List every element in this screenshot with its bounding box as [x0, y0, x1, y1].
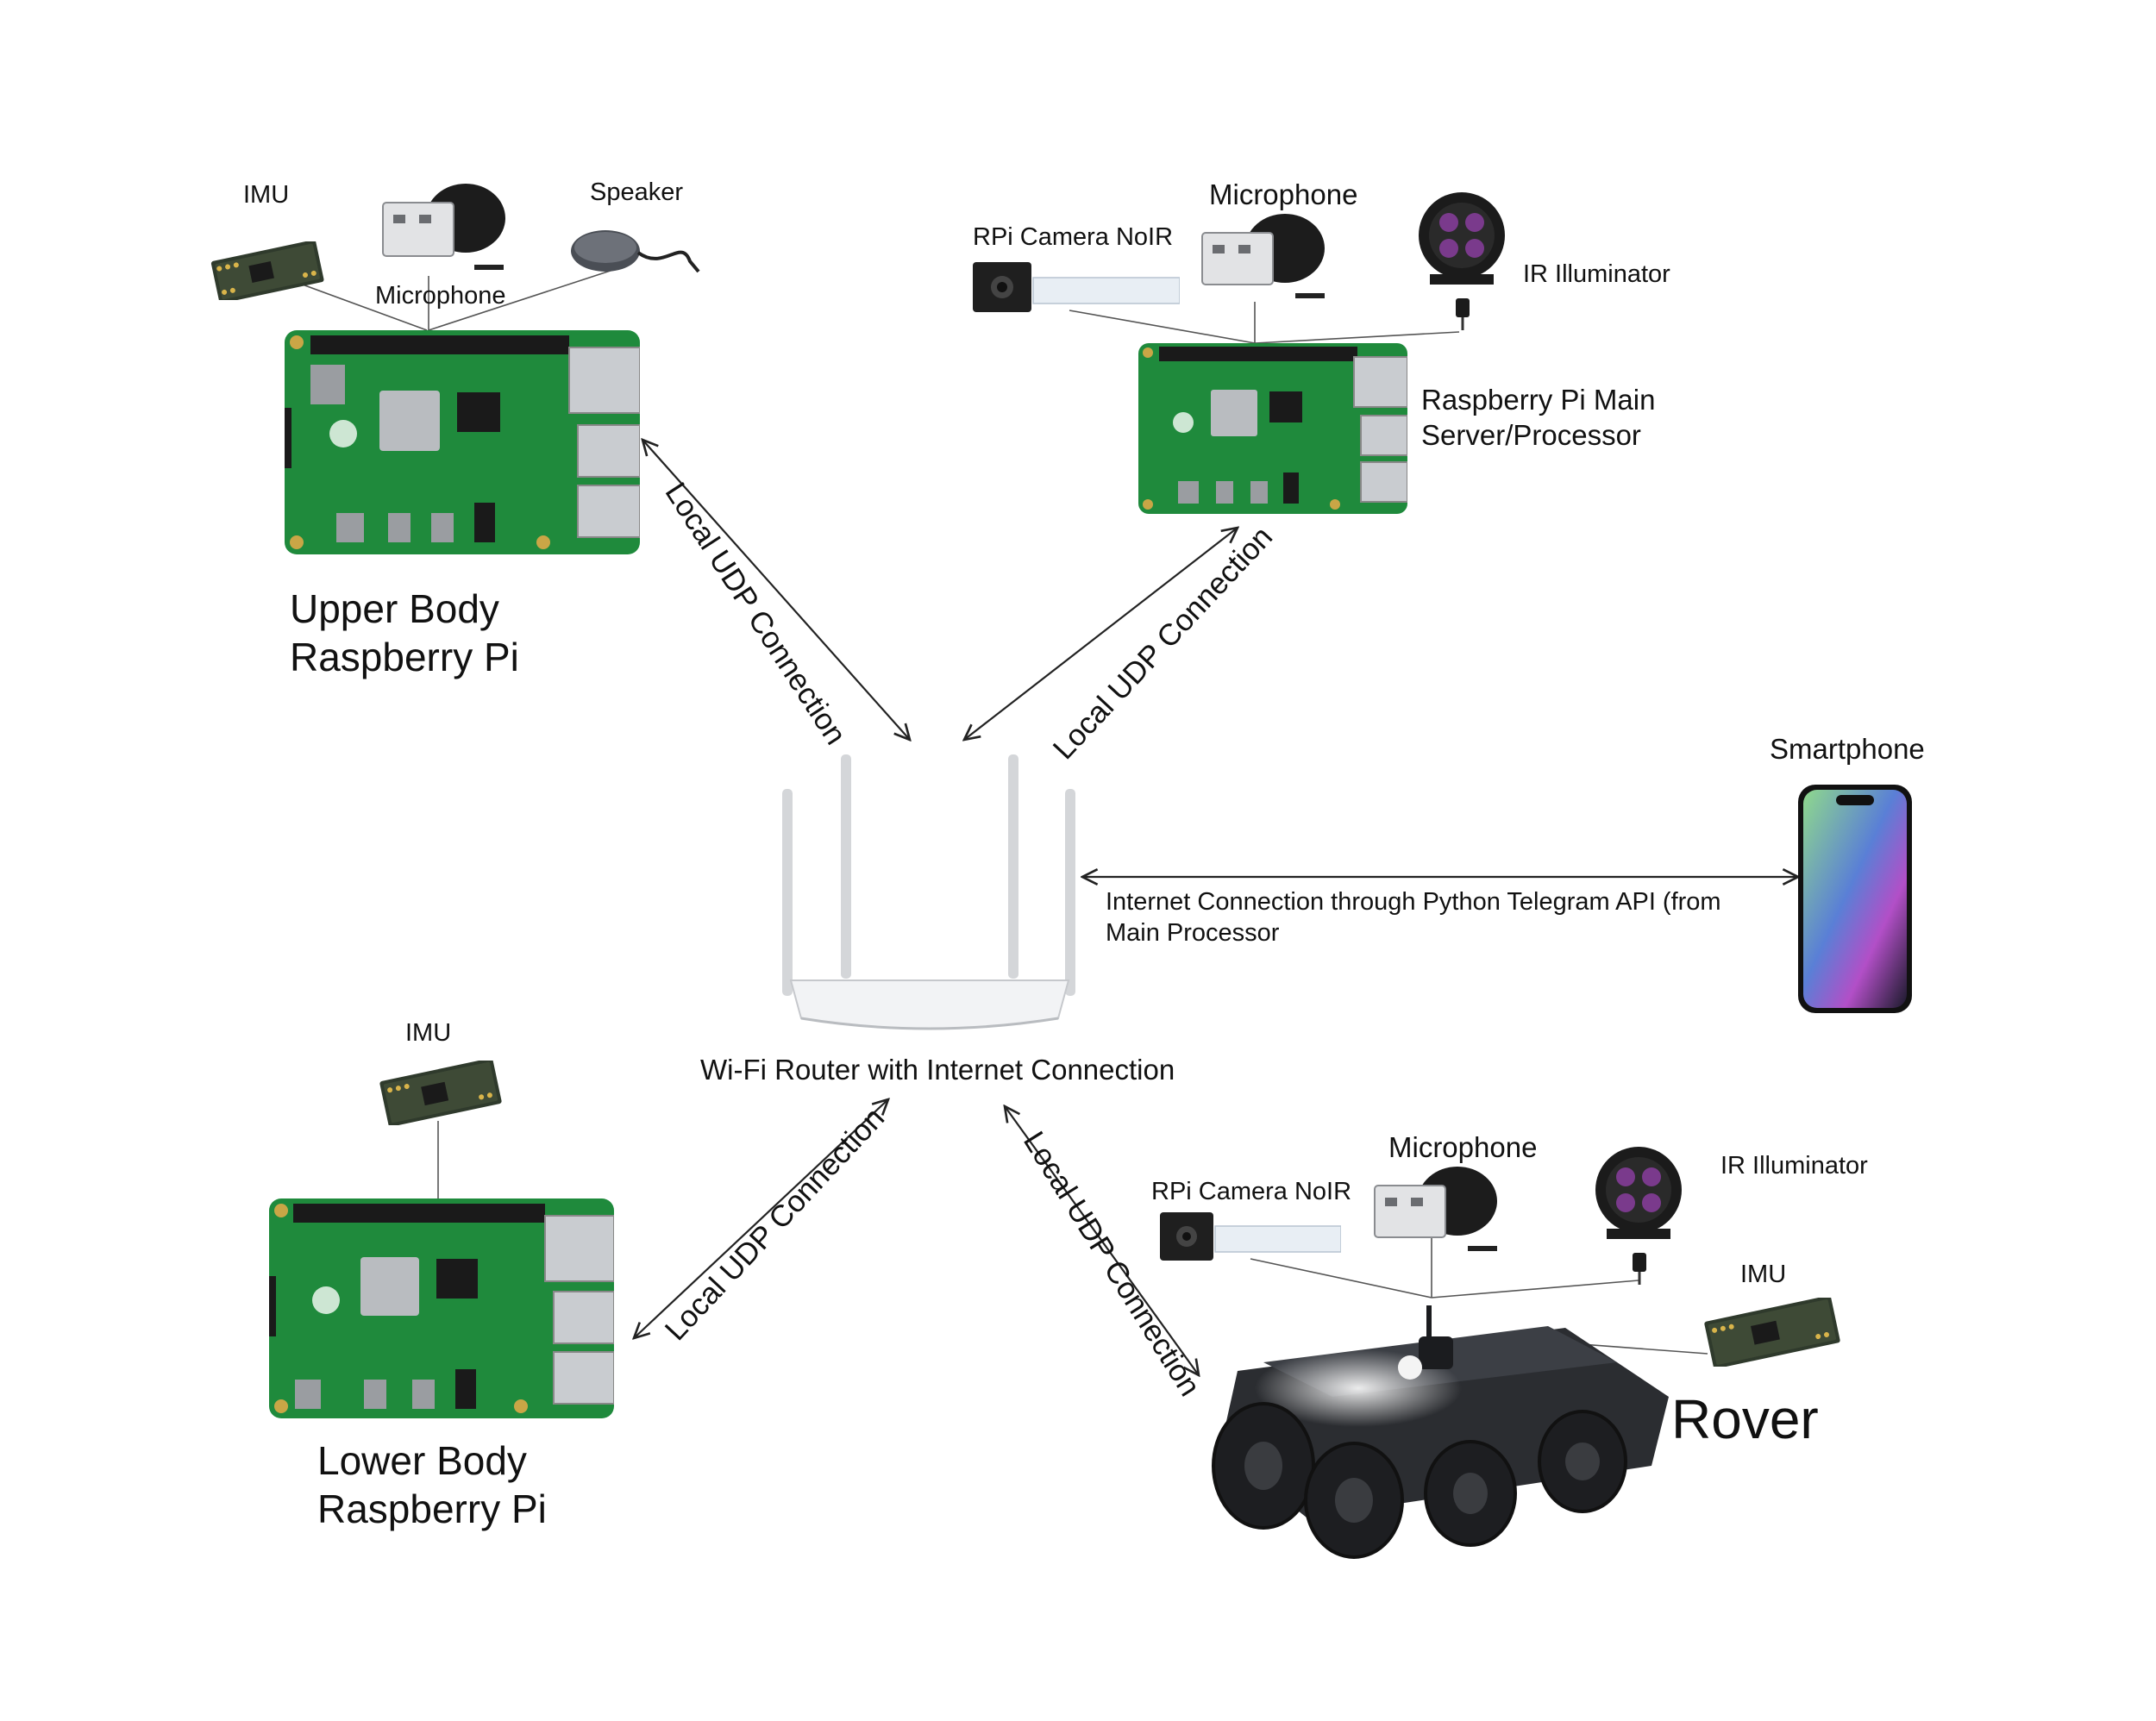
rover-camera-noir-icon: [1160, 1207, 1342, 1272]
lower-body-title-line1: Lower Body: [317, 1438, 527, 1483]
main-camera-noir-icon: [973, 257, 1181, 322]
smartphone-icon: [1798, 785, 1912, 1017]
main-microphone-icon: [1199, 207, 1328, 308]
rover-ir-illuminator-icon: [1591, 1142, 1686, 1289]
main-server-title-line1: Raspberry Pi Main: [1421, 384, 1656, 416]
rover-ir-label: IR Illuminator: [1720, 1152, 1868, 1180]
smartphone-label: Smartphone: [1770, 733, 1925, 765]
upper-speaker-label: Speaker: [590, 178, 684, 206]
rover-imu-board: [1699, 1295, 1846, 1371]
lower-body-imu-board: [376, 1058, 505, 1130]
main-ir-label: IR Illuminator: [1523, 260, 1670, 288]
arrow-main-router: [964, 528, 1238, 740]
rover-imu-label: IMU: [1740, 1261, 1787, 1288]
upper-body-imu-board: [207, 240, 328, 304]
wifi-router-icon: [780, 754, 1082, 1039]
arrow-rover-router: [1005, 1106, 1199, 1375]
upper-body-title-line1: Upper Body: [290, 586, 499, 631]
rover-title: Rover: [1671, 1388, 1819, 1450]
main-ir-illuminator-icon: [1414, 188, 1509, 335]
lower-body-raspberry-pi-board: [266, 1198, 615, 1423]
arrow-upper-router: [642, 440, 910, 740]
rover-microphone-icon: [1371, 1160, 1501, 1261]
main-server-title-line2: Server/Processor: [1421, 419, 1641, 451]
lower-body-title-line2: Raspberry Pi: [317, 1486, 547, 1531]
rover-microphone-label: Microphone: [1388, 1131, 1538, 1163]
main-server-raspberry-pi-board: [1138, 343, 1408, 518]
internet-link-label-line2: Main Processor: [1106, 919, 1280, 947]
main-camera-label: RPi Camera NoIR: [973, 223, 1174, 251]
main-microphone-label: Microphone: [1209, 178, 1358, 210]
upper-imu-label: IMU: [243, 181, 290, 209]
arrow-lower-router: [634, 1099, 888, 1338]
lower-imu-label: IMU: [405, 1019, 452, 1047]
router-label: Wi-Fi Router with Internet Connection: [700, 1054, 1175, 1086]
rover-vehicle-image: [1203, 1293, 1686, 1569]
upper-body-raspberry-pi-board: [281, 330, 641, 559]
upper-body-speaker-icon: [569, 220, 707, 293]
rover-camera-label: RPi Camera NoIR: [1151, 1178, 1352, 1205]
upper-body-microphone-icon: [379, 177, 509, 280]
internet-link-label-line1: Internet Connection through Python Teleg…: [1106, 888, 1721, 916]
upper-microphone-label: Microphone: [375, 282, 506, 310]
upper-body-title-line2: Raspberry Pi: [290, 635, 519, 679]
